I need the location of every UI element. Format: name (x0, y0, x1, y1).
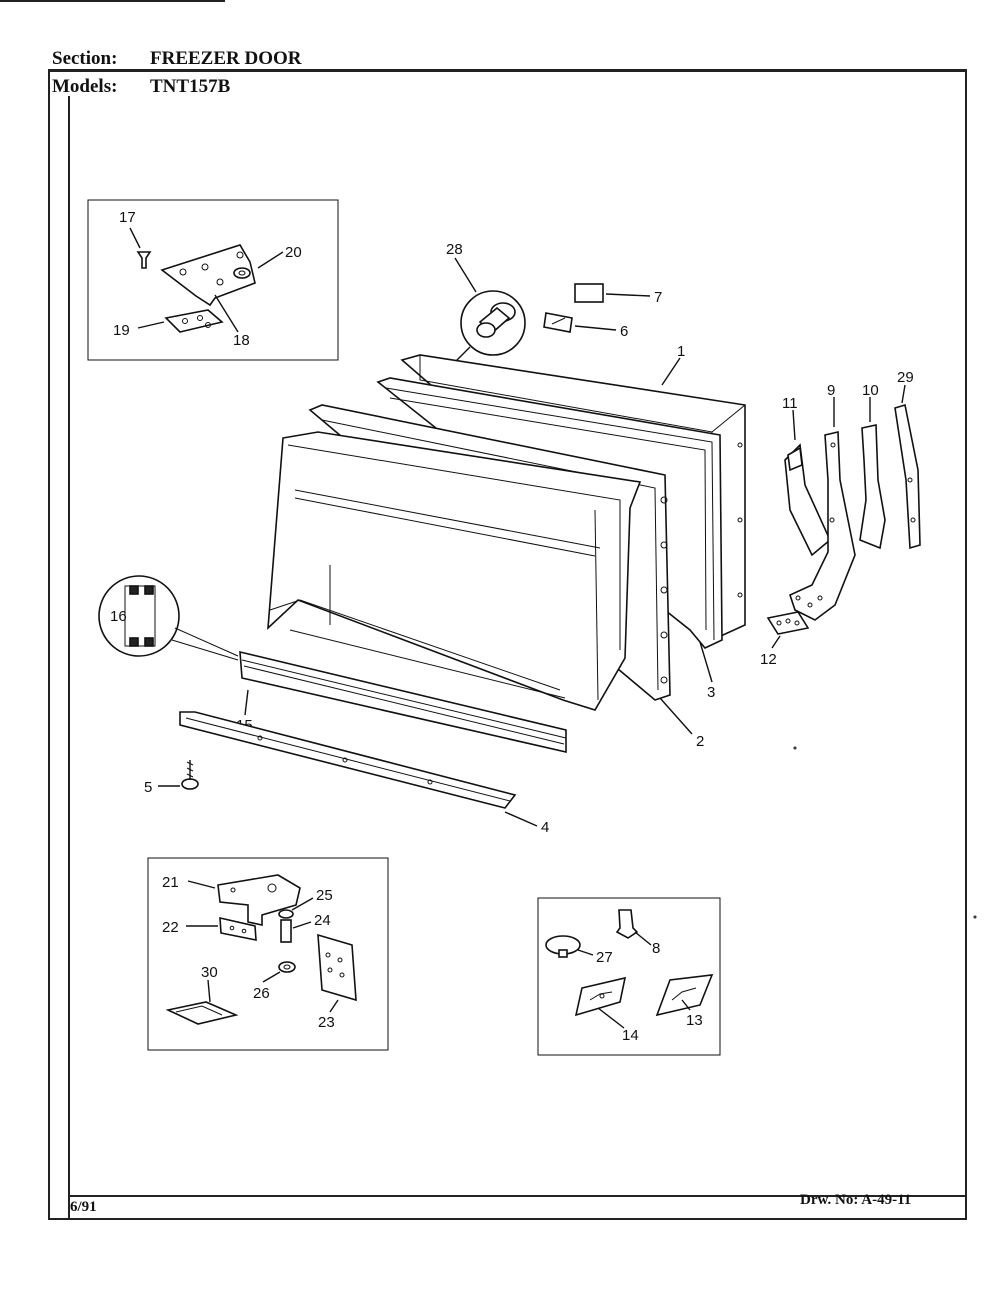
hinge-21 (217, 874, 301, 926)
section-value: FREEZER DOOR (150, 48, 302, 69)
hinge-pin-17 (136, 251, 152, 269)
callout-21: 21 (162, 874, 179, 891)
washer-26 (278, 961, 296, 973)
callout-6: 6 (620, 323, 628, 340)
callout-7: 7 (654, 289, 662, 306)
callout-18: 18 (233, 332, 250, 349)
label-6 (543, 312, 573, 333)
shim-19 (164, 309, 224, 333)
callout-8: 8 (652, 940, 660, 957)
callout-16: 16 (110, 608, 127, 625)
callout-1: 1 (677, 343, 685, 360)
top-rule (0, 0, 225, 2)
strap-11 (784, 443, 831, 557)
inset-bottom-hinge (147, 857, 389, 1051)
callout-25: 25 (316, 887, 333, 904)
callout-11: 11 (782, 395, 798, 412)
callout-13: 13 (686, 1012, 703, 1029)
callout-19: 19 (113, 322, 130, 339)
callout-29: 29 (897, 369, 914, 386)
callout-12: 12 (760, 651, 777, 668)
button-27 (545, 935, 581, 958)
models-label: Models: (52, 76, 118, 97)
plug-8 (615, 909, 639, 939)
bracket-9 (789, 431, 856, 621)
screw-5 (181, 760, 199, 790)
handle-4 (179, 711, 517, 809)
inset-hardware (537, 897, 721, 1056)
washer-20 (233, 267, 251, 279)
callout-30: 30 (201, 964, 218, 981)
plate-23 (317, 933, 357, 1002)
clip-14 (574, 976, 627, 1017)
clip-13 (655, 974, 714, 1017)
label-7 (574, 283, 604, 303)
callout-3: 3 (707, 684, 715, 701)
bracket-30 (165, 1001, 239, 1025)
callout-27: 27 (596, 949, 613, 966)
footer-date: 6/91 (70, 1199, 97, 1215)
callout-10: 10 (862, 382, 879, 399)
footer-rule (68, 1195, 967, 1197)
door-shelf-bin (267, 431, 642, 711)
callout-17: 17 (119, 209, 136, 226)
washer-25 (278, 909, 294, 919)
callout-14: 14 (622, 1027, 639, 1044)
callout-23: 23 (318, 1014, 335, 1031)
callout-2: 2 (696, 733, 704, 750)
shim-22 (219, 916, 257, 941)
left-inner-rule (68, 96, 70, 1220)
cap-detail-28 (454, 290, 526, 363)
section-label: Section: (52, 48, 118, 69)
pin-24 (280, 919, 292, 943)
inset-top-hinge (87, 199, 339, 361)
callout-9: 9 (827, 382, 835, 399)
drawing-number: Drw. No: A-49-11 (800, 1192, 912, 1208)
door-rail-15 (239, 650, 567, 754)
callout-26: 26 (253, 985, 270, 1002)
callout-22: 22 (162, 919, 179, 936)
shim-12 (766, 611, 810, 635)
strap-10 (859, 424, 886, 550)
models-value: TNT157B (150, 76, 231, 97)
bottom-rule (68, 1218, 967, 1220)
callout-28: 28 (446, 241, 463, 258)
top-hinge-plate (160, 244, 256, 307)
callout-20: 20 (285, 244, 302, 261)
callout-24: 24 (314, 912, 331, 929)
detail-16 (98, 575, 180, 657)
strip-29 (894, 403, 921, 550)
callout-4: 4 (541, 819, 549, 836)
callout-5: 5 (144, 779, 152, 796)
